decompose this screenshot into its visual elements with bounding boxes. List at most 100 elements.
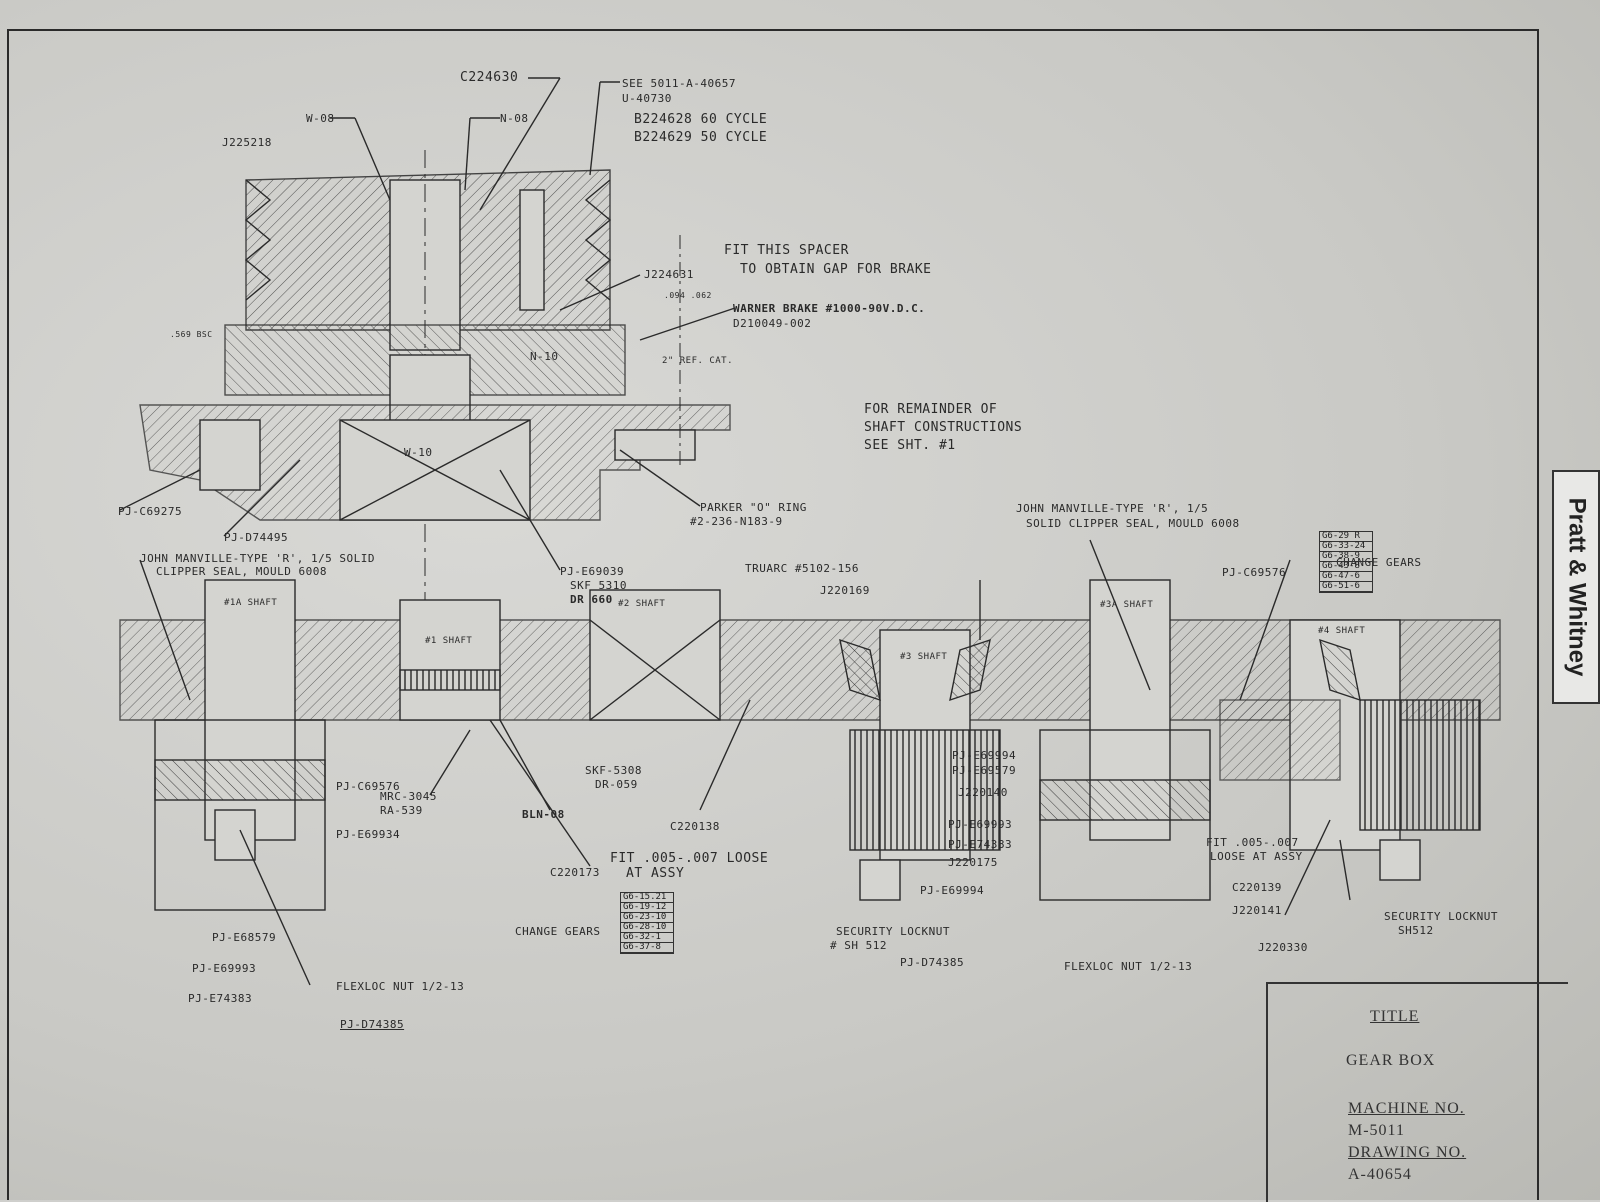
part-pj-c69275: PJ-C69275 — [118, 505, 183, 518]
part-pj-c69576-r: PJ-C69576 — [1222, 566, 1287, 579]
brand-logo: Pratt & Whitney — [1563, 497, 1590, 677]
note-parker-1: PARKER "O" RING — [700, 501, 807, 514]
note-flexloc-left: FLEXLOC NUT 1/2-13 — [336, 980, 465, 993]
part-skf5308: SKF-5308 — [585, 764, 642, 777]
part-c220173: C220173 — [550, 866, 600, 879]
dim-gap: .094 .062 — [664, 291, 712, 300]
part-c220138: C220138 — [670, 820, 720, 833]
change-gears-list: G6-15.21 G6-19-12 G6-23-10 G6-28-10 G6-3… — [620, 892, 674, 954]
part-bln08: BLN-08 — [522, 808, 565, 821]
machine-label: MACHINE NO. — [1348, 1100, 1465, 1117]
part-c224630: C224630 — [460, 70, 519, 85]
part-pj-d74385-m: PJ-D74385 — [900, 956, 965, 969]
label-shaft-3a: #3A SHAFT — [1100, 600, 1154, 610]
note-flexloc-mid: FLEXLOC NUT 1/2-13 — [1064, 960, 1193, 973]
change-gear-item: G6-51-6 — [1320, 582, 1372, 592]
drawing-value: A-40654 — [1348, 1166, 1412, 1183]
part-pj-e69994-b: PJ-E69994 — [920, 884, 985, 897]
change-gear-item: G6-32-1 — [621, 933, 673, 943]
note-jm-right-2: SOLID CLIPPER SEAL, MOULD 6008 — [1026, 517, 1240, 530]
part-pj-e74383-m: PJ-E74383 — [948, 838, 1013, 851]
label-shaft-4: #4 SHAFT — [1318, 626, 1366, 636]
note-remainder-3: SEE SHT. #1 — [864, 438, 956, 453]
change-gear-item: G6-15.21 — [621, 893, 673, 903]
change-gear-item: G6-37-8 — [621, 943, 673, 953]
part-c220139: C220139 — [1232, 881, 1282, 894]
change-gear-item: G6-29 R — [1320, 532, 1372, 542]
note-fit-loose-1: FIT .005-.007 LOOSE — [610, 851, 769, 866]
part-j220141: J220141 — [1232, 904, 1282, 917]
part-dr059: DR-059 — [595, 778, 638, 791]
note-parker-2: #2-236-N183-9 — [690, 515, 783, 528]
note-change-gears: CHANGE GEARS — [515, 925, 601, 938]
note-warner-brake: WARNER BRAKE #1000-90V.D.C. — [733, 302, 926, 315]
note-security-locknut-r-no: SH512 — [1398, 924, 1434, 937]
part-w10: W-10 — [404, 446, 433, 459]
part-j220169: J220169 — [820, 584, 870, 597]
change-gear-item: G6-33-24 — [1320, 542, 1372, 552]
part-b224628: B224628 60 CYCLE — [634, 112, 768, 127]
change-gear-item: G6-28-10 — [621, 923, 673, 933]
note-fit-right-2: LOOSE AT ASSY — [1210, 850, 1303, 863]
part-pj-e69994-a: PJ-E69994 — [952, 749, 1017, 762]
label-shaft-2: #2 SHAFT — [618, 599, 666, 609]
change-gear-item: G6-43-8 — [1320, 562, 1372, 572]
note-fit-loose-2: AT ASSY — [626, 866, 685, 881]
change-gears-list-right: G6-29 R G6-33-24 G6-38-9 G6-43-8 G6-47-6… — [1319, 531, 1373, 593]
change-gear-item: G6-19-12 — [621, 903, 673, 913]
drawing-label: DRAWING NO. — [1348, 1144, 1467, 1161]
dim-ref: 2" REF. CAT. — [662, 356, 734, 366]
part-j220140: J220140 — [958, 786, 1008, 799]
change-gear-item: G6-38-9 — [1320, 552, 1372, 562]
label-shaft-1: #1 SHAFT — [425, 636, 473, 646]
machine-value: M-5011 — [1348, 1122, 1405, 1139]
part-pj-e69993-l: PJ-E69993 — [192, 962, 257, 975]
label-shaft-1a: #1A SHAFT — [224, 598, 278, 608]
note-jm-left-1: JOHN MANVILLE-TYPE 'R', 1/5 SOLID — [140, 552, 376, 565]
title-value: GEAR BOX — [1346, 1052, 1436, 1069]
change-gear-item: G6-23-10 — [621, 913, 673, 923]
note-security-locknut-no: # SH 512 — [830, 939, 887, 952]
part-j224631: J224631 — [644, 268, 694, 281]
note-warner-part: D210049-002 — [733, 317, 812, 330]
dim-569: .569 BSC — [170, 330, 213, 339]
part-j220175: J220175 — [948, 856, 998, 869]
note-remainder-1: FOR REMAINDER OF — [864, 402, 998, 417]
note-change-gears-r: CHANGE GEARS — [1336, 556, 1422, 569]
part-j220330: J220330 — [1258, 941, 1308, 954]
part-n08: N-08 — [500, 112, 529, 125]
note-security-locknut-r: SECURITY LOCKNUT — [1384, 910, 1498, 923]
brand-strip: Pratt & Whitney — [1552, 470, 1600, 704]
part-pj-d74385-l: PJ-D74385 — [340, 1018, 405, 1031]
note-see-5011: SEE 5011-A-40657 — [622, 77, 736, 90]
change-gear-item: G6-47-6 — [1320, 572, 1372, 582]
part-mrc: MRC-3045 — [380, 790, 437, 803]
note-truarc: TRUARC #5102-156 — [745, 562, 859, 575]
part-pj-d74495: PJ-D74495 — [224, 531, 289, 544]
part-pj-e69039: PJ-E69039 — [560, 565, 625, 578]
part-pj-e74383-l: PJ-E74383 — [188, 992, 253, 1005]
part-pj-e69934: PJ-E69934 — [336, 828, 401, 841]
part-pj-e69579: PJ-E69579 — [952, 764, 1017, 777]
part-n10: N-10 — [530, 350, 559, 363]
note-jm-right-1: JOHN MANVILLE-TYPE 'R', 1/5 — [1016, 502, 1209, 515]
title-block: TITLE GEAR BOX MACHINE NO. M-5011 DRAWIN… — [1266, 982, 1568, 1202]
part-j225218: J225218 — [222, 136, 272, 149]
note-remainder-2: SHAFT CONSTRUCTIONS — [864, 420, 1023, 435]
part-skf5310: SKF 5310 — [570, 579, 627, 592]
note-security-locknut: SECURITY LOCKNUT — [836, 925, 950, 938]
title-label: TITLE — [1370, 1008, 1420, 1025]
part-u40730: U-40730 — [622, 92, 672, 105]
part-pj-e69993-m: PJ-E69993 — [948, 818, 1013, 831]
part-pj-c69576-l: PJ-C69576 — [336, 780, 401, 793]
note-fit-right-1: FIT .005-.007 — [1206, 836, 1299, 849]
part-pj-e68579: PJ-E68579 — [212, 931, 277, 944]
note-jm-left-2: CLIPPER SEAL, MOULD 6008 — [156, 565, 327, 578]
part-dr660: DR 660 — [570, 593, 613, 606]
part-b224629: B224629 50 CYCLE — [634, 130, 768, 145]
part-w08: W-08 — [306, 112, 335, 125]
note-spacer-2: TO OBTAIN GAP FOR BRAKE — [740, 262, 932, 277]
part-ra539: RA-539 — [380, 804, 423, 817]
